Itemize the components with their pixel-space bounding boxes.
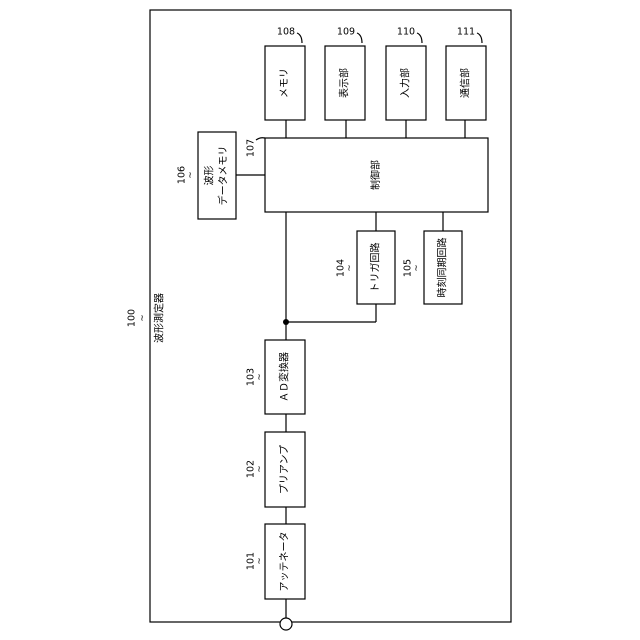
attenuator-label: アッテネータ [279,532,291,592]
comm-leader [477,33,482,43]
comm-ref: 111 [457,27,475,38]
waveform-memory-label-line2: データメモリ [217,146,230,206]
display-ref: 109 [337,27,355,38]
trigger-label: トリガ回路 [369,243,382,293]
input-ref: 110 [397,27,415,38]
memory-leader [297,33,302,43]
trigger-ref-tilde: ~ [345,264,355,272]
display-leader [357,33,362,43]
adc-ref-tilde: ~ [255,373,265,381]
device-title: 波形測定器 [153,293,166,343]
preamp-ref-tilde: ~ [255,465,265,473]
memory-label: メモリ [280,68,291,98]
preamp-label: プリアンプ [279,445,291,494]
memory-ref: 108 [277,27,295,38]
input-terminal [280,618,292,630]
controller-leader [256,138,265,140]
time-sync-ref-tilde: ~ [412,264,422,272]
attenuator-ref-tilde: ~ [255,557,265,565]
display-label: 表示部 [338,68,351,98]
comm-label: 通信部 [459,68,472,98]
adc-label: ＡＤ変換器 [278,352,291,402]
time-sync-label: 時刻同期回路 [436,238,449,298]
device-ref: 100 [127,309,138,327]
controller-ref: 107 [246,139,257,157]
device-ref-tilde: ~ [138,314,148,322]
waveform-memory-label-line1: 波形 [203,166,216,186]
waveform-memory-ref-tilde: ~ [186,171,196,179]
junction-dot [283,319,289,325]
controller-label: 制御部 [369,160,382,190]
input-label: 入力部 [399,68,412,98]
input-leader [417,33,422,43]
